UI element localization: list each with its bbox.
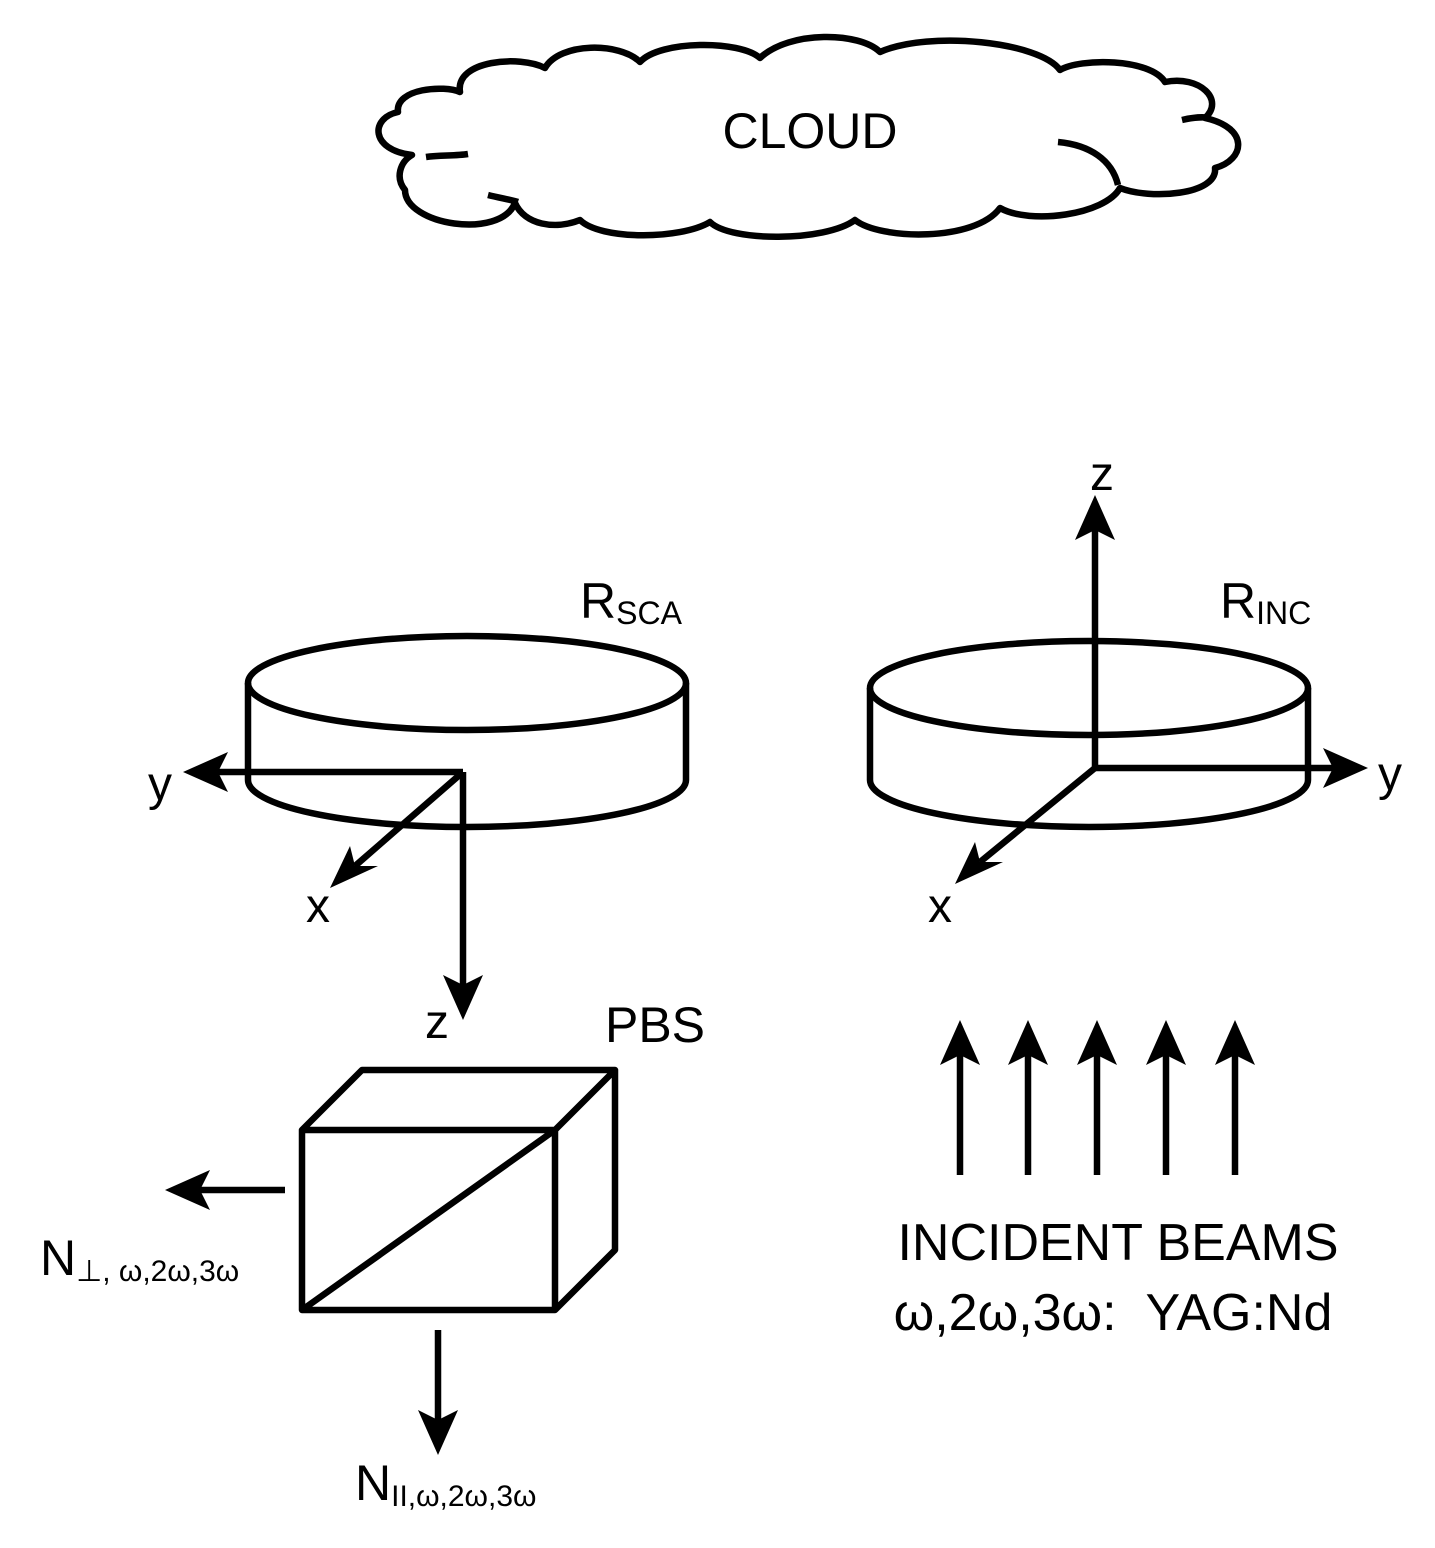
scatter-receiver-label: RSCA [580,573,683,631]
incident-beam-arrow [1215,1020,1255,1175]
cloud-inner-mark [1181,114,1211,124]
scatter-x-arrowhead [330,846,378,888]
scatter-x-axis [352,769,466,869]
incident-x-label: x [928,880,952,933]
pbs-perp-output-label-sub: ⊥, ω,2ω,3ω [76,1255,239,1288]
incident-receiver-label: RINC [1220,573,1311,631]
polarizing-beam-splitter: PBS N⊥, ω,2ω,3ω NII,ω,2ω,3ω [40,997,705,1513]
incident-beam-arrow [1077,1020,1117,1175]
cloud-inner-mark [487,191,520,206]
scatter-receiver-label-sub: SCA [616,595,682,631]
incident-y-label: y [1378,748,1402,801]
scatter-receiver-top [244,632,690,734]
pbs-cube [298,1066,619,1314]
incident-receiver-label-sub: INC [1256,595,1311,631]
scatter-receiver-body [244,683,690,831]
cloud-outline [375,33,1242,240]
pbs-parallel-output-label-sub: II,ω,2ω,3ω [391,1480,536,1513]
pbs-parallel-output-label-main: N [355,1455,391,1511]
pbs-perp-output-label-main: N [40,1230,76,1286]
incident-receiver: RINC z y x [866,448,1402,933]
pbs-perp-output-label: N⊥, ω,2ω,3ω [40,1230,239,1288]
cloud-label: CLOUD [722,103,897,159]
scatter-z-arrowhead [443,975,483,1020]
scatter-z-label: z [425,996,449,1049]
incident-beam-arrow [1146,1020,1186,1175]
pbs-parallel-output-arrowhead [418,1410,458,1455]
incident-beams-source: ω,2ω,3ω: YAG:Nd [894,1284,1333,1342]
cloud-inner-mark [1057,138,1122,186]
pbs-perp-output-arrowhead [165,1170,210,1210]
cloud-inner-mark [425,150,469,161]
incident-y-arrowhead [1323,748,1368,788]
cloud: CLOUD [375,33,1242,240]
scatter-y-arrowhead [183,752,228,792]
scatter-receiver-label-main: R [580,573,616,629]
pbs-parallel-output-label: NII,ω,2ω,3ω [355,1455,536,1513]
scatter-x-label: x [306,880,330,933]
incident-beam-arrow [940,1020,980,1175]
incident-receiver-top [866,637,1312,739]
incident-x-arrowhead [955,842,1003,884]
incident-z-label: z [1090,448,1114,501]
incident-receiver-body [866,688,1312,831]
incident-receiver-label-main: R [1220,573,1256,629]
incident-beams-title: INCIDENT BEAMS [897,1214,1338,1272]
pbs-label: PBS [605,997,705,1053]
incident-z-arrowhead [1075,495,1115,540]
incident-x-axis [977,765,1098,865]
scatter-y-label: y [148,758,172,811]
scatter-receiver: RSCA y x z [148,573,690,1049]
incident-beams: INCIDENT BEAMS ω,2ω,3ω: YAG:Nd [894,1020,1339,1342]
incident-beam-arrow [1008,1020,1048,1175]
